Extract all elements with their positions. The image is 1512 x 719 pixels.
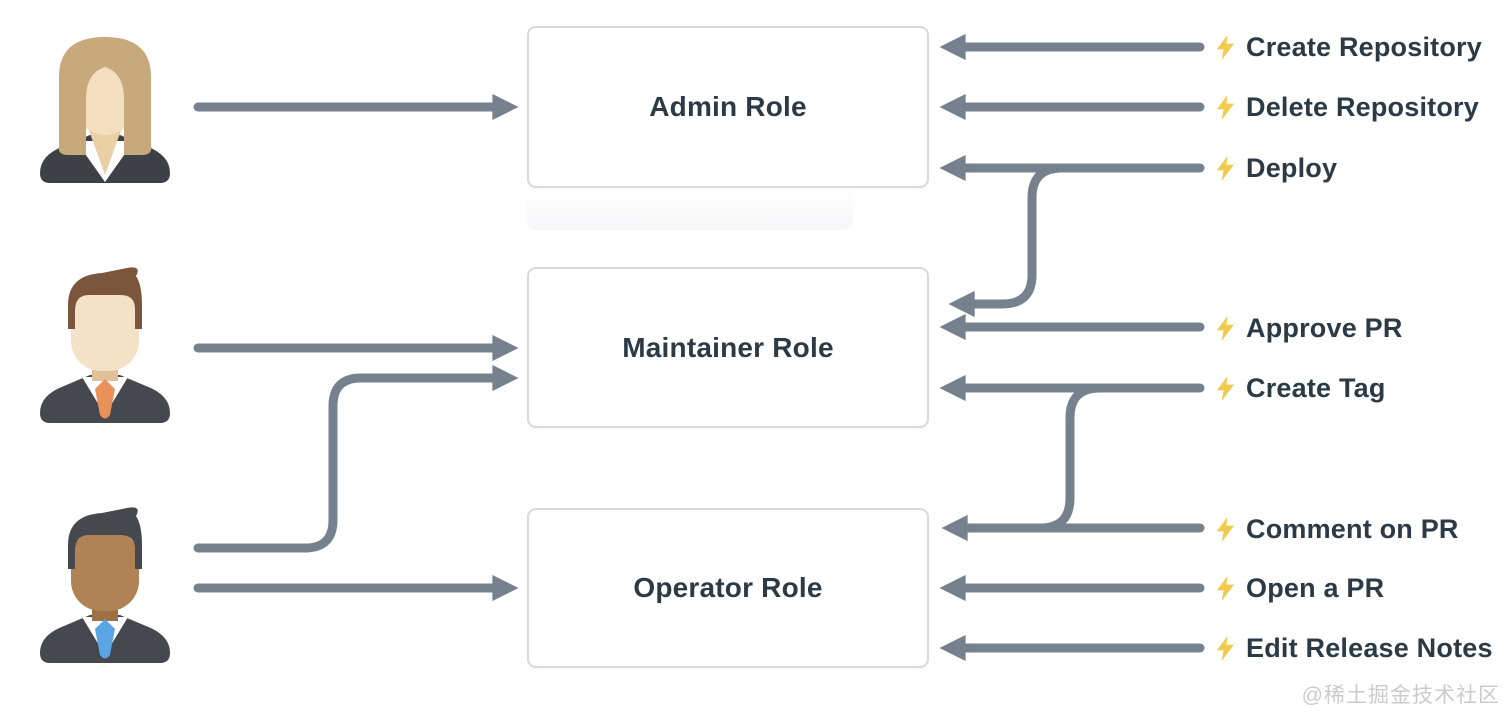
- role-box-maintainer: Maintainer Role: [527, 267, 929, 428]
- action-label: Delete Repository: [1246, 91, 1479, 122]
- lightning-bolt-icon: [1216, 155, 1235, 181]
- lightning-bolt-icon: [1216, 635, 1235, 661]
- role-label-operator: Operator Role: [633, 572, 823, 603]
- lightning-bolt-icon: [1216, 575, 1235, 601]
- lightning-bolt-icon: [1216, 315, 1235, 341]
- action-open-a-pr: Open a PR: [1214, 572, 1384, 604]
- action-label: Comment on PR: [1246, 513, 1459, 544]
- edge-create-tag-to-operator-role: [1035, 383, 1105, 533]
- role-label-maintainer: Maintainer Role: [622, 331, 834, 363]
- action-comment-on-pr: Comment on PR: [1214, 513, 1459, 545]
- lightning-bolt-icon: [1216, 375, 1235, 401]
- action-label: Deploy: [1246, 152, 1338, 183]
- role-box-operator: Operator Role: [527, 508, 929, 668]
- avatar-user-2: [40, 267, 170, 423]
- edge-user3-to-maintainer-role: [193, 364, 519, 553]
- action-label: Create Repository: [1246, 31, 1482, 62]
- role-box-admin: Admin Role: [527, 26, 929, 188]
- edge-deploy-to-maintainer-role: [948, 163, 1067, 318]
- lightning-bolt-icon: [1216, 34, 1235, 60]
- action-deploy: Deploy: [1214, 152, 1337, 184]
- action-delete-repository: Delete Repository: [1214, 91, 1479, 123]
- avatar-user-1: [40, 37, 170, 183]
- admin-box-stack-sheet: [527, 188, 853, 230]
- lightning-bolt-icon: [1216, 94, 1235, 120]
- action-label: Edit Release Notes: [1246, 632, 1493, 663]
- action-create-tag: Create Tag: [1214, 372, 1386, 404]
- action-label: Create Tag: [1246, 372, 1386, 403]
- action-label: Open a PR: [1246, 572, 1385, 603]
- lightning-bolt-icon: [1216, 516, 1235, 542]
- action-edit-release-notes: Edit Release Notes: [1214, 632, 1493, 664]
- avatar-user-3: [40, 507, 170, 663]
- role-label-admin: Admin Role: [649, 91, 807, 122]
- action-label: Approve PR: [1246, 312, 1403, 343]
- action-create-repository: Create Repository: [1214, 31, 1482, 63]
- action-approve-pr: Approve PR: [1214, 312, 1403, 344]
- watermark: @稀土掘金技术社区: [1301, 684, 1500, 707]
